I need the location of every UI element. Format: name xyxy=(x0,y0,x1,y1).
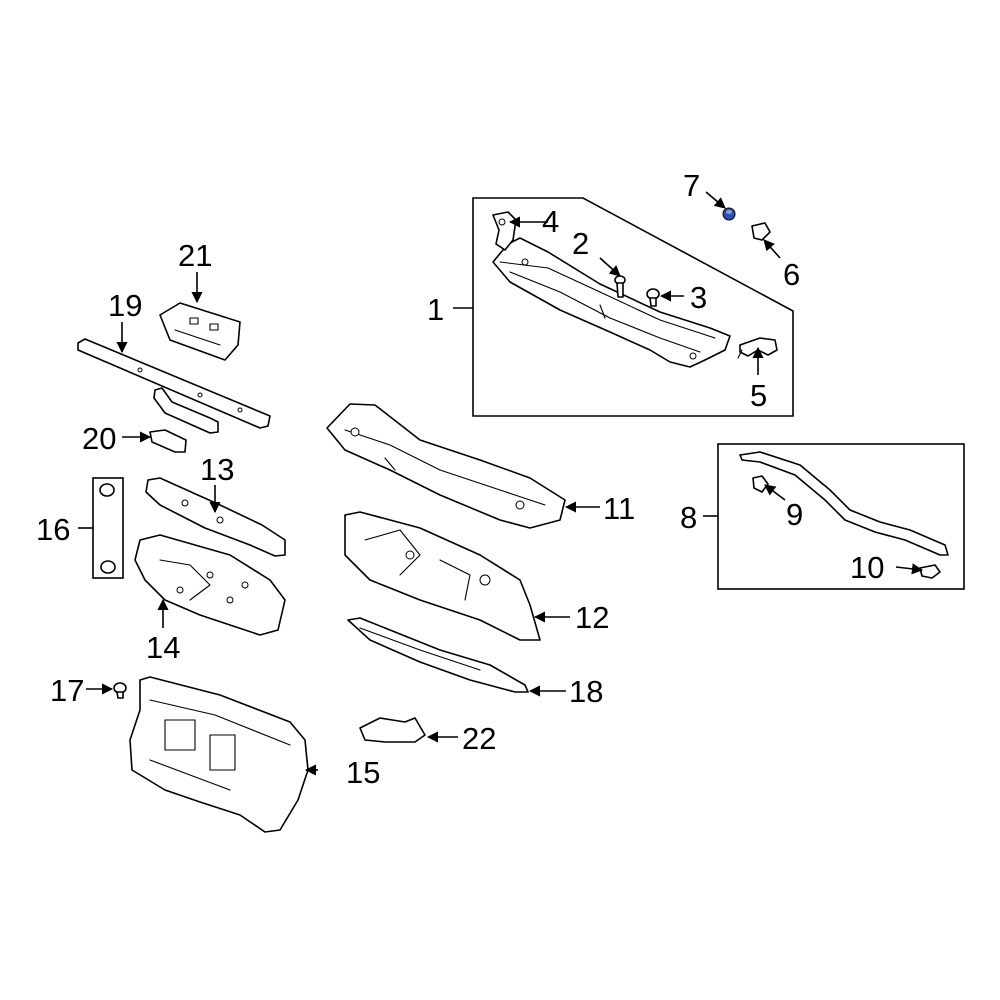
callout-8: 8 xyxy=(680,500,697,535)
callout-12: 12 xyxy=(575,600,609,635)
callout-20: 20 xyxy=(82,421,116,456)
callout-6: 6 xyxy=(783,257,800,292)
dash-panel[interactable] xyxy=(344,511,541,641)
callout-13: 13 xyxy=(200,452,234,487)
callout-labels: 1 2 3 4 5 6 7 8 9 10 11 12 13 14 15 16 1… xyxy=(36,168,884,790)
dash-insulator[interactable] xyxy=(129,676,309,833)
callout-2: 2 xyxy=(572,226,589,261)
callout-7: 7 xyxy=(683,168,700,203)
cap[interactable] xyxy=(751,222,771,241)
seal-clip[interactable] xyxy=(752,475,769,493)
cowl-assembly-frame xyxy=(472,197,794,417)
dash-silencer-panel[interactable] xyxy=(134,534,286,636)
lower-bracket[interactable] xyxy=(359,717,426,743)
insulator-strip[interactable] xyxy=(92,477,124,579)
callout-21: 21 xyxy=(178,238,212,273)
callout-15: 15 xyxy=(346,755,380,790)
callout-16: 16 xyxy=(36,512,70,547)
callout-14: 14 xyxy=(146,630,180,665)
clip[interactable] xyxy=(646,288,660,307)
callout-11: 11 xyxy=(603,491,635,526)
support-bracket[interactable] xyxy=(159,302,241,361)
push-clip[interactable] xyxy=(113,682,127,699)
cowl-top-panel[interactable] xyxy=(492,237,731,368)
retainer-clip[interactable] xyxy=(722,207,736,221)
callout-17: 17 xyxy=(50,673,84,708)
callout-3: 3 xyxy=(690,280,707,315)
cross-member-bar[interactable] xyxy=(77,338,271,434)
callout-1: 1 xyxy=(427,292,444,327)
dash-reinforcement[interactable] xyxy=(145,477,286,557)
callout-9: 9 xyxy=(786,497,803,532)
upper-dash-panel[interactable] xyxy=(326,403,566,529)
small-bracket[interactable] xyxy=(149,429,187,453)
leader-lines xyxy=(78,191,924,776)
callout-22: 22 xyxy=(462,721,496,756)
weatherstrip-seal[interactable] xyxy=(739,451,949,556)
bolt[interactable] xyxy=(614,275,626,298)
callout-19: 19 xyxy=(108,288,142,323)
callout-4: 4 xyxy=(542,204,559,239)
lower-dash-panel[interactable] xyxy=(347,617,529,693)
seal-end-clip[interactable] xyxy=(919,564,941,579)
callout-5: 5 xyxy=(750,378,767,413)
callout-10: 10 xyxy=(850,550,884,585)
callout-18: 18 xyxy=(569,674,603,709)
